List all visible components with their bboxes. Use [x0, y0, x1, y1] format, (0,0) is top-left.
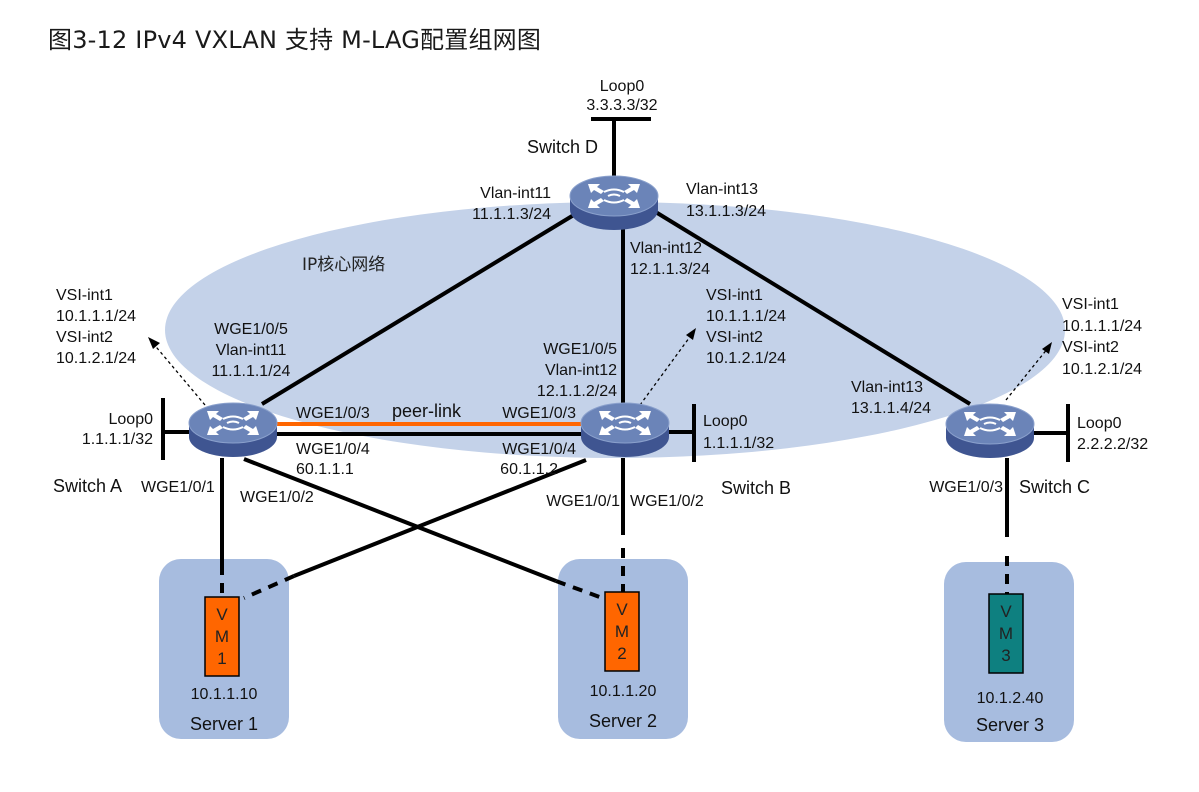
figure-title: 图3-12 IPv4 VXLAN 支持 M-LAG配置组网图	[48, 26, 542, 54]
vm-1-box[interactable]	[204, 596, 240, 677]
vm-3-label-v: V	[1000, 602, 1012, 621]
switch-c-vsi1-name: VSI-int1	[1062, 296, 1119, 313]
switch-d-if13-ip: 13.1.1.3/24	[686, 203, 766, 220]
switch-a-peer-port: WGE1/0/3	[296, 405, 370, 422]
switch-a-vsi1-name: VSI-int1	[56, 287, 113, 304]
switch-a-uplink-if: Vlan-int11	[216, 342, 287, 359]
switch-b-uplink-if: Vlan-int12	[545, 362, 617, 379]
switch-a-keepalive-port: WGE1/0/4	[296, 441, 370, 458]
vsi-arrowhead-c	[1042, 342, 1052, 354]
switch-b-keepalive-ip: 60.1.1.2	[500, 461, 558, 478]
switch-b-uplink-ip: 12.1.1.2/24	[537, 383, 617, 400]
switch-a-vsi2-ip: 10.1.2.1/24	[56, 350, 136, 367]
switch-b-loop-ip: 1.1.1.1/32	[703, 435, 774, 452]
vm-1-label-n: 1	[217, 649, 226, 668]
switch-c-vsi1-ip: 10.1.1.1/24	[1062, 318, 1142, 335]
switch-c-uplink-if: Vlan-int13	[851, 379, 923, 396]
link-server1-vm1-b	[243, 574, 295, 600]
vm-1-label-v: V	[216, 605, 228, 624]
switch-a-vsi1-ip: 10.1.1.1/24	[56, 308, 136, 325]
switch-c-uplink-ip: 13.1.1.4/24	[851, 400, 931, 417]
ip-core-region	[165, 202, 1065, 458]
switch-d-name: Switch D	[527, 137, 598, 157]
switch-b-name: Switch B	[721, 478, 791, 498]
peer-link-label: peer-link	[392, 401, 462, 421]
vm-2-label-v: V	[616, 600, 628, 619]
switch-b-peer-port: WGE1/0/3	[502, 405, 576, 422]
server-1-ip: 10.1.1.10	[191, 686, 258, 703]
switch-b-down1: WGE1/0/1	[546, 493, 620, 510]
switch-c-down: WGE1/0/3	[929, 479, 1003, 496]
switch-d-if11-name: Vlan-int11	[480, 185, 551, 202]
switch-b-loop-name: Loop0	[703, 413, 748, 430]
switch-a-down2: WGE1/0/2	[240, 489, 314, 506]
switch-b-uplink-port: WGE1/0/5	[543, 341, 617, 358]
switch-d-if12-ip: 12.1.1.3/24	[630, 261, 710, 278]
ip-core-label: IP核心网络	[302, 255, 385, 275]
links	[161, 117, 1070, 583]
vm-1-label-m: M	[215, 627, 229, 646]
switch-a-loop-name: Loop0	[109, 411, 154, 428]
switch-d-loop-ip: 3.3.3.3/32	[586, 97, 657, 114]
vm-3-label-n: 3	[1001, 646, 1010, 665]
link-server2-vm2-a	[555, 579, 606, 601]
link-a-server2	[243, 457, 557, 583]
server-2-name: Server 2	[589, 711, 657, 731]
switch-b-vsi1-name: VSI-int1	[706, 287, 763, 304]
link-d-c	[652, 209, 972, 406]
switch-d-if12-name: Vlan-int12	[630, 240, 702, 257]
vm-3-label-m: M	[999, 624, 1013, 643]
switch-c-vsi2-name: VSI-int2	[1062, 339, 1119, 356]
switch-c-vsi2-ip: 10.1.2.1/24	[1062, 361, 1142, 378]
switch-a-uplink-port: WGE1/0/5	[214, 321, 288, 338]
vsi-arrow-a	[151, 341, 206, 406]
switch-c-loop-ip: 2.2.2.2/32	[1077, 436, 1148, 453]
switch-d-loop-name: Loop0	[600, 78, 645, 95]
switch-b-icon[interactable]	[580, 402, 670, 458]
server-3-name: Server 3	[976, 715, 1044, 735]
switch-a-keepalive-ip: 60.1.1.1	[296, 461, 354, 478]
server-1-name: Server 1	[190, 714, 258, 734]
switch-b-keepalive-port: WGE1/0/4	[502, 441, 576, 458]
vm-2-label-n: 2	[617, 644, 626, 663]
switch-b-vsi2-ip: 10.1.2.1/24	[706, 350, 786, 367]
switch-c-icon[interactable]	[945, 403, 1035, 459]
switch-c-name: Switch C	[1019, 477, 1090, 497]
switch-a-down1: WGE1/0/1	[141, 479, 215, 496]
server-3-ip: 10.1.2.40	[977, 690, 1044, 707]
link-d-a	[260, 208, 584, 406]
switch-c-loop-name: Loop0	[1077, 415, 1122, 432]
server-2-ip: 10.1.1.20	[590, 683, 657, 700]
vsi-arrow-b	[639, 333, 693, 406]
switch-b-down2: WGE1/0/2	[630, 493, 704, 510]
switch-d-if11-ip: 11.1.1.3/24	[472, 206, 551, 223]
switch-b-vsi2-name: VSI-int2	[706, 329, 763, 346]
vsi-arrow-c	[1005, 347, 1049, 401]
vsi-arrowhead-b	[686, 328, 696, 340]
vm-2-label-m: M	[615, 622, 629, 641]
switch-d-if13-name: Vlan-int13	[686, 181, 758, 198]
link-b-server1	[293, 458, 587, 578]
switch-a-vsi2-name: VSI-int2	[56, 329, 113, 346]
switch-b-vsi1-ip: 10.1.1.1/24	[706, 308, 786, 325]
vsi-arrowhead-a	[148, 337, 160, 349]
switch-d-icon[interactable]	[569, 175, 659, 231]
vm-3-box[interactable]	[988, 593, 1024, 674]
vm-2-box[interactable]	[604, 591, 640, 672]
switch-a-icon[interactable]	[188, 402, 278, 458]
switch-a-loop-ip: 1.1.1.1/32	[82, 431, 153, 448]
switch-a-uplink-ip: 11.1.1.1/24	[212, 363, 291, 380]
switch-a-name: Switch A	[53, 476, 122, 496]
